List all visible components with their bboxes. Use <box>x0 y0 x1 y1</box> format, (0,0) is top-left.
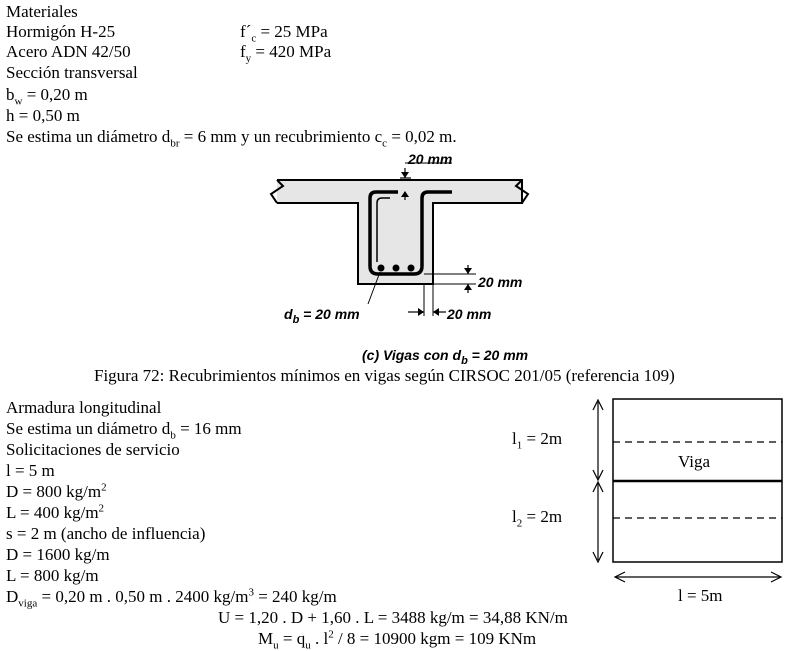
t-beam-outline <box>277 179 523 285</box>
db-leader <box>367 271 381 305</box>
span-length: l = 5 m <box>6 461 55 480</box>
h-value: h = 0,50 m <box>6 106 80 125</box>
fy-value: fy = 420 MPa <box>240 42 332 65</box>
cover-estimate: Se estima un diámetro dbr = 6 mm y un re… <box>6 127 457 150</box>
service-heading: Solicitaciones de servicio <box>6 440 180 459</box>
l2-label: l2 = 2m <box>512 507 563 530</box>
section-heading: Sección transversal <box>6 63 138 82</box>
dead-load-linear: D = 1600 kg/m <box>6 545 110 564</box>
viga-label: Viga <box>678 452 711 471</box>
rebar-2 <box>392 264 400 272</box>
rebar-3 <box>407 264 415 272</box>
rebar-1 <box>377 264 385 272</box>
dim-label-top: 20 mm <box>408 151 453 167</box>
length-label: l = 5m <box>678 586 723 605</box>
dead-load-area: D = 800 kg/m2 <box>6 481 107 501</box>
factored-load: U = 1,20 . D + 1,60 . L = 3488 kg/m = 34… <box>218 608 568 627</box>
fc-value: f´c = 25 MPa <box>240 22 328 45</box>
figure-subcaption: (c) Vigas con db = 20 mm <box>362 347 529 367</box>
steel-grade: Acero ADN 42/50 <box>6 42 131 61</box>
break-mark-left <box>269 179 285 204</box>
dim-label-bottom: 20 mm <box>447 306 492 322</box>
db-estimate: Se estima un diámetro db = 16 mm <box>6 419 242 442</box>
ultimate-moment: Mu = qu . l2 / 8 = 10900 kgm = 109 KNm <box>258 628 537 651</box>
live-load-linear: L = 800 kg/m <box>6 566 99 585</box>
bw-value: bw = 0,20 m <box>6 85 88 108</box>
self-weight: Dviga = 0,20 m . 0,50 m . 2400 kg/m3 = 2… <box>6 586 337 610</box>
materials-heading: Materiales <box>6 2 78 21</box>
break-mark-right <box>514 179 530 204</box>
dim-label-right: 20 mm <box>478 274 523 290</box>
l1-label: l1 = 2m <box>512 429 563 452</box>
longitudinal-heading: Armadura longitudinal <box>6 398 162 417</box>
live-load-area: L = 400 kg/m2 <box>6 502 105 522</box>
concrete-grade: Hormigón H-25 <box>6 22 116 41</box>
influence-width: s = 2 m (ancho de influencia) <box>6 524 206 543</box>
stirrup <box>368 190 452 276</box>
db-label: db = 20 mm <box>284 306 360 326</box>
figure-caption: Figura 72: Recubrimientos mínimos en vig… <box>94 366 675 385</box>
